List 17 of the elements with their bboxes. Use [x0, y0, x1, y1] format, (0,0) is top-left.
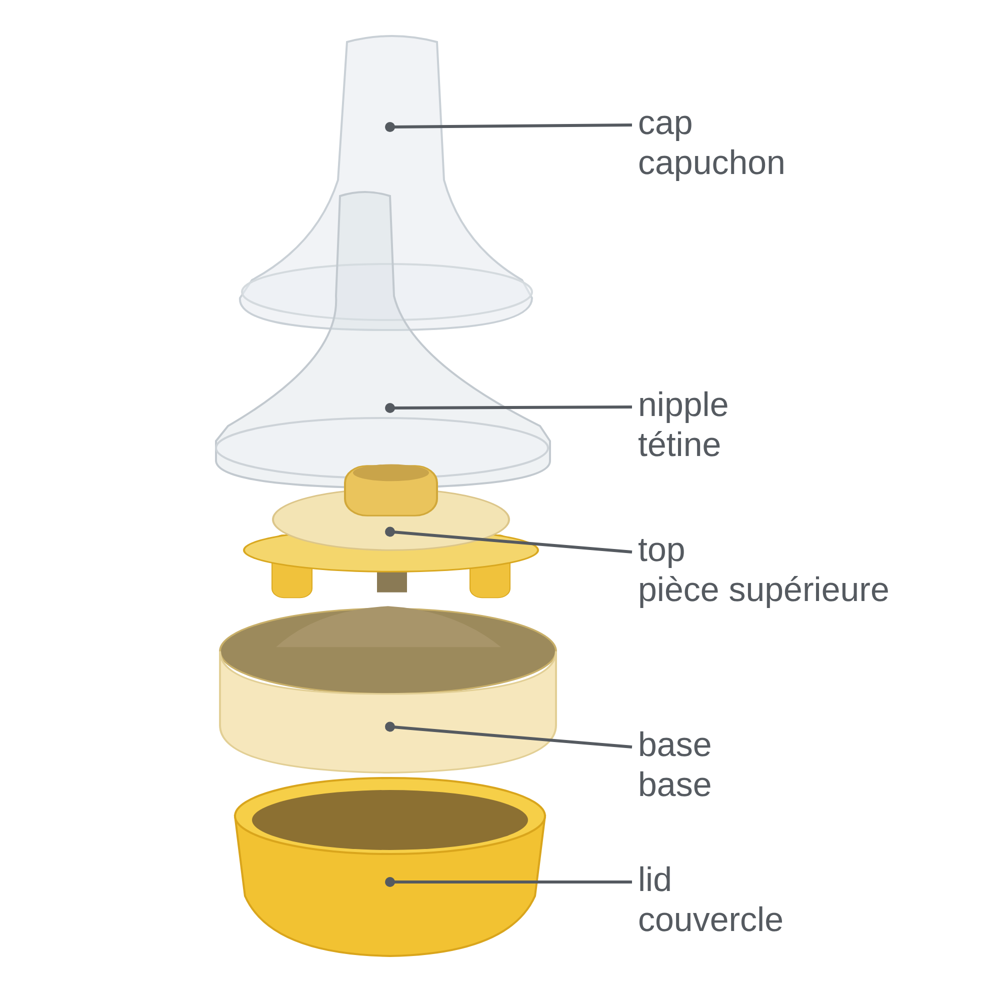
lid-drawing: [231, 776, 549, 958]
leader-line: [385, 877, 632, 887]
translated-part-name: pièce supérieure: [638, 570, 890, 610]
part-name: top: [638, 530, 686, 570]
leader-line: [385, 526, 632, 554]
translated-part-name: base: [638, 765, 712, 805]
translated-part-name: capuchon: [638, 143, 786, 183]
translated-part-name: couvercle: [638, 900, 784, 940]
part-name: nipple: [638, 385, 729, 425]
translated-part-name: tétine: [638, 425, 722, 465]
part-name: base: [638, 725, 712, 765]
leader-line: [385, 403, 632, 413]
part-name: cap: [638, 103, 693, 143]
top-piece-drawing: [242, 462, 540, 600]
part-name: lid: [638, 860, 672, 900]
leader-line: [385, 722, 632, 748]
leader-line: [385, 122, 632, 132]
